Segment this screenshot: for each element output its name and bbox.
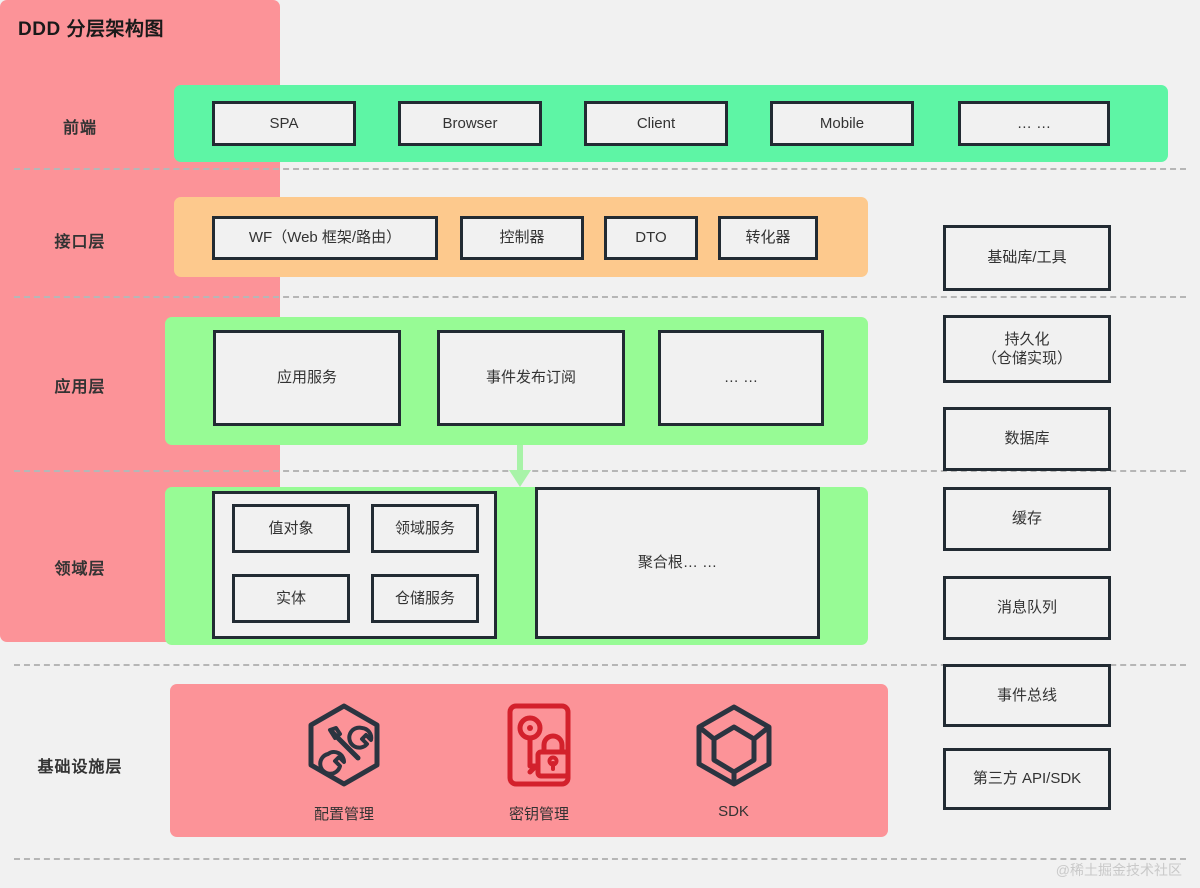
node-domain-service[interactable]: 领域服务 (371, 504, 479, 553)
page-title: DDD 分层架构图 (18, 19, 164, 40)
layer-label-domain: 领域层 (54, 561, 106, 578)
node-event-pubsub[interactable]: 事件发布订阅 (437, 330, 625, 426)
node-message-queue[interactable]: 消息队列 (943, 576, 1111, 640)
node-entity[interactable]: 实体 (232, 574, 350, 623)
node-database[interactable]: 数据库 (943, 407, 1111, 471)
separator-application-domain (14, 470, 1186, 472)
node-repository-service[interactable]: 仓储服务 (371, 574, 479, 623)
infra-item-sdk[interactable]: SDK (686, 702, 781, 820)
arrow-down-icon (509, 470, 531, 487)
node-persistence[interactable]: 持久化 （仓储实现） (943, 315, 1111, 383)
infra-caption-config-management: 配置管理 (313, 806, 374, 823)
node-dto[interactable]: DTO (604, 216, 698, 260)
layer-label-interface: 接口层 (54, 234, 106, 251)
separator-bottom (14, 858, 1186, 860)
watermark: @稀土掘金技术社区 (1055, 862, 1182, 878)
layer-label-infrastructure: 基础设施层 (37, 759, 123, 776)
infra-caption-sdk: SDK (718, 803, 749, 820)
node-spa[interactable]: SPA (212, 101, 356, 146)
node-base-library[interactable]: 基础库/工具 (943, 225, 1111, 291)
layer-label-application: 应用层 (54, 379, 106, 396)
separator-frontend-interface (14, 168, 1186, 170)
key-lock-icon (489, 702, 589, 793)
node-application-more[interactable]: … … (658, 330, 824, 426)
node-third-party-api[interactable]: 第三方 API/SDK (943, 748, 1111, 810)
node-application-service[interactable]: 应用服务 (213, 330, 401, 426)
hexagon-tools-icon (284, 702, 404, 793)
node-web-framework[interactable]: WF（Web 框架/路由） (212, 216, 438, 260)
separator-interface-application (14, 296, 1186, 298)
node-frontend-more[interactable]: … … (958, 101, 1110, 146)
node-client[interactable]: Client (584, 101, 728, 146)
node-browser[interactable]: Browser (398, 101, 542, 146)
infra-item-key-management[interactable]: 密钥管理 (489, 702, 589, 824)
node-converter[interactable]: 转化器 (718, 216, 818, 260)
node-aggregate-root[interactable]: 聚合根… … (535, 487, 820, 639)
arrow-shaft (517, 445, 523, 472)
node-event-bus[interactable]: 事件总线 (943, 664, 1111, 727)
layer-label-frontend: 前端 (62, 120, 97, 137)
separator-domain-infrastructure (14, 664, 1186, 666)
node-mobile[interactable]: Mobile (770, 101, 914, 146)
cube-icon (686, 702, 781, 793)
infra-item-config-management[interactable]: 配置管理 (284, 702, 404, 824)
node-value-object[interactable]: 值对象 (232, 504, 350, 553)
node-controller[interactable]: 控制器 (460, 216, 584, 260)
node-cache[interactable]: 缓存 (943, 487, 1111, 551)
infra-caption-key-management: 密钥管理 (508, 806, 569, 823)
